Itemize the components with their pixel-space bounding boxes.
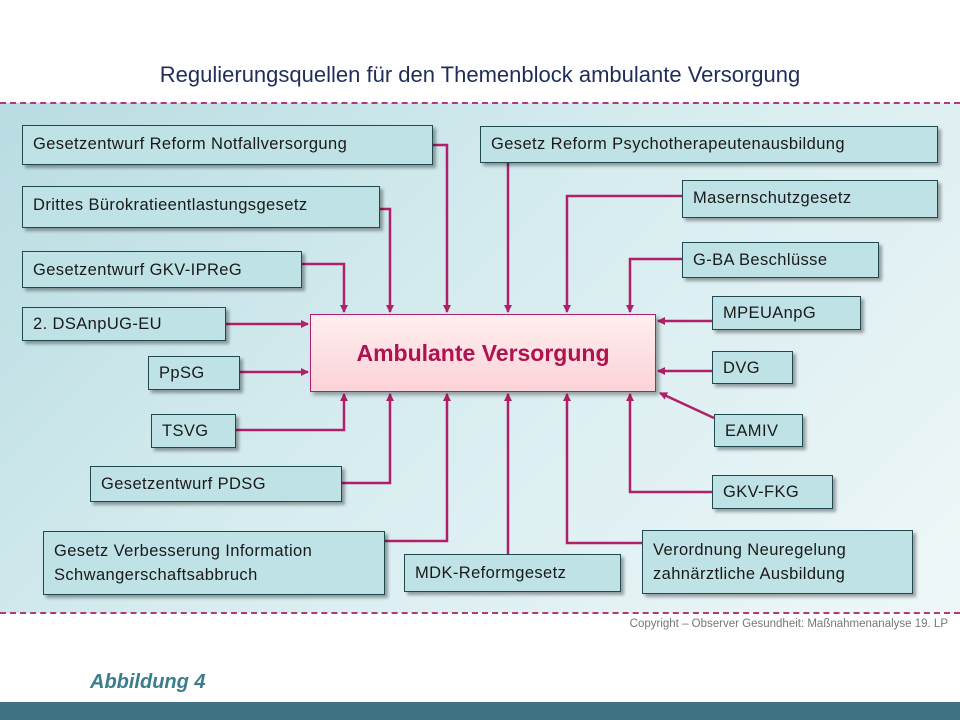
arrow-eamiv	[659, 391, 715, 420]
source-box-masernschutzgesetz: Masernschutzgesetz	[682, 180, 938, 218]
arrow-masern	[563, 194, 682, 313]
source-box-zahn-line2: zahnärztliche Ausbildung	[653, 565, 846, 583]
footer-bar	[0, 702, 960, 720]
arrow-ipreg	[302, 262, 348, 313]
bottom-dashed-line	[0, 612, 960, 614]
source-box-g-ba-beschluesse: G-BA Beschlüsse	[682, 242, 879, 278]
source-box-mdk-reformgesetz: MDK-Reformgesetz	[404, 554, 621, 592]
arrow-schwanger	[385, 393, 451, 543]
top-dashed-line	[0, 102, 960, 104]
source-box-ppsg: PpSG	[148, 356, 240, 390]
figure-label: Abbildung 4	[90, 671, 206, 693]
arrow-zahn	[563, 393, 642, 545]
source-box-gkv-ipreg: Gesetzentwurf GKV-IPReG	[22, 251, 302, 288]
copyright-note: Copyright – Observer Gesundheit: Maßnahm…	[629, 618, 948, 630]
source-box-psychotherapeutenausbildung: Gesetz Reform Psychotherapeutenausbildun…	[480, 126, 938, 163]
source-box-notfallversorgung: Gesetzentwurf Reform Notfallversorgung	[22, 125, 433, 165]
source-box-dvg: DVG	[712, 351, 793, 384]
source-box-schwanger-line1: Gesetz Verbesserung Information	[54, 542, 313, 560]
source-box-pdsg: Gesetzentwurf PDSG	[90, 466, 342, 502]
arrow-fkg	[626, 393, 712, 494]
center-node-ambulante-versorgung: Ambulante Versorgung	[310, 314, 656, 392]
source-box-gkv-fkg: GKV-FKG	[712, 475, 833, 509]
arrow-tsvg	[236, 393, 348, 432]
arrow-buerokratie	[380, 207, 394, 313]
source-box-schwangerschaftsabbruch: Gesetz Verbesserung Information Schwange…	[43, 531, 385, 595]
source-box-mpeuanpg: MPEUAnpG	[712, 296, 861, 330]
page-title: Regulierungsquellen für den Themenblock …	[159, 62, 801, 87]
source-box-buerokratieentlastung: Drittes Bürokratieentlastungsgesetz	[22, 186, 380, 228]
source-box-zahnaerztliche-ausbildung: Verordnung Neuregelung zahnärztliche Aus…	[642, 530, 913, 594]
source-box-eamiv: EAMIV	[714, 414, 803, 447]
arrow-pdsg	[342, 393, 394, 485]
source-box-tsvg: TSVG	[151, 414, 236, 448]
source-box-dsanpug-eu: 2. DSAnpUG-EU	[22, 307, 226, 341]
arrow-gba	[626, 257, 682, 313]
arrow-notfall	[433, 143, 451, 313]
source-box-schwanger-line2: Schwangerschaftsabbruch	[54, 566, 258, 584]
source-box-zahn-line1: Verordnung Neuregelung	[653, 541, 847, 559]
